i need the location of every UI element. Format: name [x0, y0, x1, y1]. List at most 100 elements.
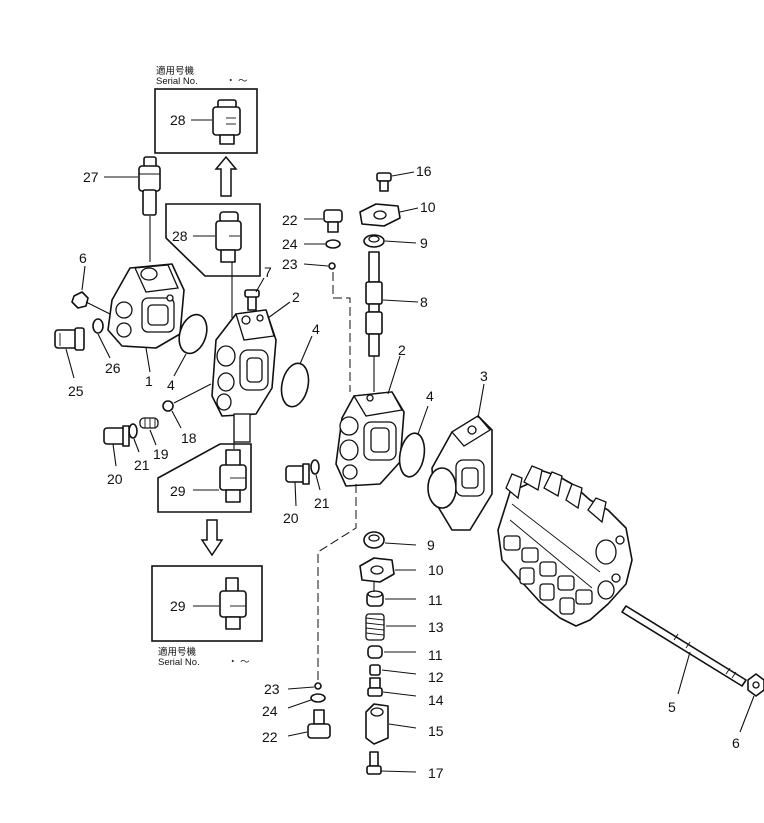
part-4-o-ring-middle: [280, 362, 310, 408]
callout-20-left: 20: [107, 471, 123, 487]
callout-20-right: 20: [283, 510, 299, 526]
part-11-retainer-lower: [367, 645, 383, 659]
part-22-plug-bottom: [307, 709, 331, 739]
part-25-plug: [54, 327, 85, 351]
callout-6-left: 6: [79, 250, 87, 266]
part-19-spring: [139, 417, 159, 429]
part-6-nut-right: [747, 673, 764, 697]
part-28-cartridge-lower: [215, 211, 242, 263]
callout-1: 1: [145, 373, 153, 389]
callout-17: 17: [428, 765, 444, 781]
part-10-flange-bottom: [359, 557, 395, 583]
callout-12: 12: [428, 669, 444, 685]
serial-frame-29-upper: [157, 443, 252, 513]
callout-26: 26: [105, 360, 121, 376]
serial-box-bottom: 29 適用号機 Serial No. ・ ～: [151, 565, 263, 668]
part-13-spring: [365, 613, 385, 641]
part-23-o-ring-bottom: [314, 682, 322, 690]
part-20-plug-left: [103, 425, 130, 447]
part-26-o-ring: [92, 318, 104, 334]
callout-9-top: 9: [420, 235, 428, 251]
dashed-lead-lower: [317, 484, 357, 680]
callout-18: 18: [181, 430, 197, 446]
serial-bottom-jp: 適用号機: [158, 646, 197, 658]
part-4-o-ring-right: [398, 432, 426, 478]
callout-29-upper: 29: [170, 483, 186, 499]
part-20-plug-right: [285, 463, 310, 485]
dashed-lead-center: [332, 272, 351, 392]
callout-2-left: 2: [292, 289, 300, 305]
callout-21-left: 21: [134, 457, 150, 473]
callout-2-right: 2: [398, 342, 406, 358]
callout-5: 5: [668, 699, 676, 715]
serial-bottom-range: ・ ～: [228, 657, 250, 668]
arrow-up-icon: [214, 155, 238, 197]
part-12-stopper: [369, 664, 381, 676]
serial-top-range: ・ ～: [226, 76, 248, 87]
callout-16: 16: [416, 163, 432, 179]
serial-frame-bottom: [151, 565, 263, 642]
callout-25: 25: [68, 383, 84, 399]
arrow-down-icon: [200, 519, 224, 557]
part-2-valve-section-left: [211, 309, 277, 443]
callout-29-bottom: 29: [170, 598, 186, 614]
callout-6-right: 6: [732, 735, 740, 751]
part-1-inlet-housing: [107, 263, 185, 349]
part-3-outlet-housing: [427, 415, 493, 531]
assembled-control-valve: [497, 465, 633, 627]
part-21-o-ring-right: [310, 459, 320, 475]
callout-27: 27: [83, 169, 99, 185]
callout-22-bottom: 22: [262, 729, 278, 745]
part-21-o-ring-left: [128, 423, 138, 439]
part-5-tie-bolt: [621, 605, 747, 687]
part-24-o-ring-bottom: [310, 693, 326, 703]
callout-3: 3: [480, 368, 488, 384]
serial-bottom-en: Serial No.: [158, 657, 200, 668]
serial-top-en: Serial No.: [156, 76, 198, 87]
part-29-cartridge-upper: [219, 449, 247, 503]
callout-19: 19: [153, 446, 169, 462]
serial-box-top: 適用号機 Serial No. ・ ～ 28: [154, 65, 258, 154]
part-22-plug-top: [323, 209, 343, 233]
part-18-ball: [162, 400, 174, 412]
part-15-cap: [365, 703, 389, 745]
part-28-cartridge-top: [212, 99, 241, 145]
callout-4-right: 4: [426, 388, 434, 404]
callout-28-lower: 28: [172, 228, 188, 244]
callout-9-bottom: 9: [427, 537, 435, 553]
part-2-valve-section-right: [335, 391, 405, 487]
callout-11-upper: 11: [428, 592, 443, 608]
part-17-bolt: [366, 751, 382, 775]
serial-top-jp: 適用号機: [156, 65, 195, 77]
callout-7: 7: [264, 264, 272, 280]
part-23-o-ring-top: [328, 262, 336, 270]
callout-24-top: 24: [282, 236, 298, 252]
part-11-retainer-upper: [366, 590, 384, 607]
callout-14: 14: [428, 692, 444, 708]
part-14-bolt: [367, 677, 383, 697]
callout-15: 15: [428, 723, 444, 739]
callout-4-middle: 4: [312, 321, 320, 337]
callout-11-lower: 11: [428, 647, 443, 663]
callout-21-right: 21: [314, 495, 330, 511]
callout-23-bottom: 23: [264, 681, 280, 697]
part-4-o-ring-left: [178, 313, 208, 355]
part-9-seal-bottom: [363, 531, 385, 549]
part-10-flange-top: [359, 203, 401, 227]
callout-8: 8: [420, 294, 428, 310]
part-29-cartridge-bottom: [219, 577, 247, 630]
callout-23-top: 23: [282, 256, 298, 272]
part-7-screw: [244, 289, 260, 311]
callout-4-left: 4: [167, 377, 175, 393]
callout-10-top: 10: [420, 199, 436, 215]
part-24-o-ring-top: [325, 239, 341, 249]
part-8-spool: [365, 251, 383, 357]
part-6-nut-left: [71, 291, 89, 309]
callout-28-top: 28: [170, 112, 186, 128]
part-16-bolt: [376, 172, 392, 192]
part-27-relief-valve: [138, 156, 161, 216]
callout-10-bottom: 10: [428, 562, 444, 578]
callout-22-top: 22: [282, 212, 298, 228]
